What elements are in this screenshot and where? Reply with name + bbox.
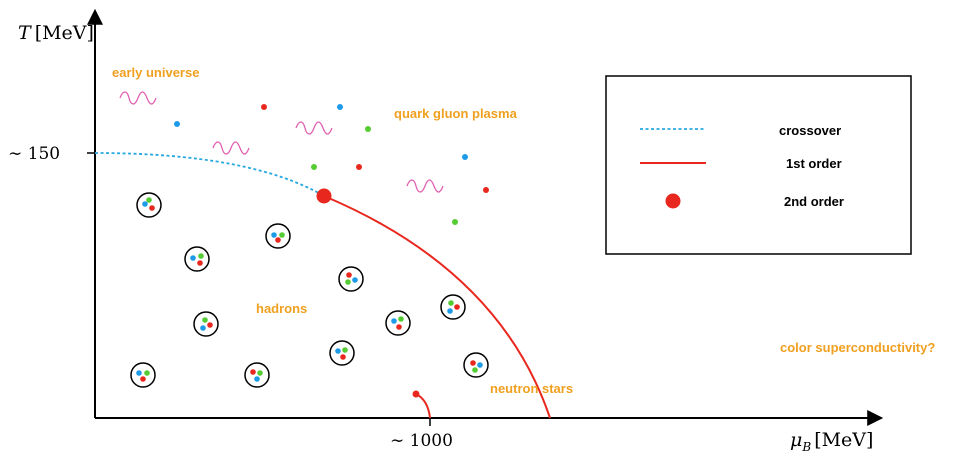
hadron xyxy=(338,266,364,292)
quark xyxy=(483,187,489,193)
y-axis-label: T[MeV] xyxy=(18,22,94,44)
legend-first-order-label: 1st order xyxy=(786,156,842,171)
gluon-wiggle xyxy=(406,179,444,193)
hadron xyxy=(193,311,219,337)
quark xyxy=(337,104,343,110)
hadron xyxy=(184,246,210,272)
y-tick-label: ∼ 150 xyxy=(8,144,60,164)
neutron-star-line xyxy=(415,393,431,419)
gluons xyxy=(119,91,444,193)
quark xyxy=(462,154,468,160)
hadron xyxy=(244,362,270,388)
legend-box xyxy=(605,75,912,255)
legend-second-order-swatch xyxy=(665,193,681,209)
x-tick-label: ∼ 1000 xyxy=(390,431,453,451)
quark xyxy=(452,219,458,225)
quark xyxy=(261,104,267,110)
gluon-wiggle xyxy=(119,91,157,105)
free-quarks xyxy=(174,104,489,225)
hadron xyxy=(463,352,489,378)
critical-point xyxy=(316,188,332,204)
first-order-line xyxy=(323,195,551,419)
quark xyxy=(311,164,317,170)
label-color-superconductivity: color superconductivity? xyxy=(780,340,935,355)
legend-crossover-label: crossover xyxy=(779,123,841,138)
label-quark-gluon-plasma: quark gluon plasma xyxy=(394,106,518,121)
gluon-wiggle xyxy=(212,141,250,155)
hadron xyxy=(265,223,291,249)
label-early-universe: early universe xyxy=(112,65,199,80)
neutron-star-point xyxy=(412,390,420,398)
x-axis-label: μB[MeV] xyxy=(790,429,873,454)
legend: crossover 1st order 2nd order xyxy=(605,75,912,255)
hadron xyxy=(130,362,156,388)
quark xyxy=(356,164,362,170)
hadron xyxy=(329,340,355,366)
hadron xyxy=(136,192,162,218)
gluon-wiggle xyxy=(295,121,333,135)
hadron xyxy=(440,294,466,320)
hadron xyxy=(385,310,411,336)
quark xyxy=(174,121,180,127)
label-hadrons: hadrons xyxy=(256,301,307,316)
crossover-line xyxy=(94,152,325,197)
legend-second-order-label: 2nd order xyxy=(784,194,844,209)
label-neutron-stars: neutron stars xyxy=(490,381,573,396)
quark xyxy=(365,126,371,132)
